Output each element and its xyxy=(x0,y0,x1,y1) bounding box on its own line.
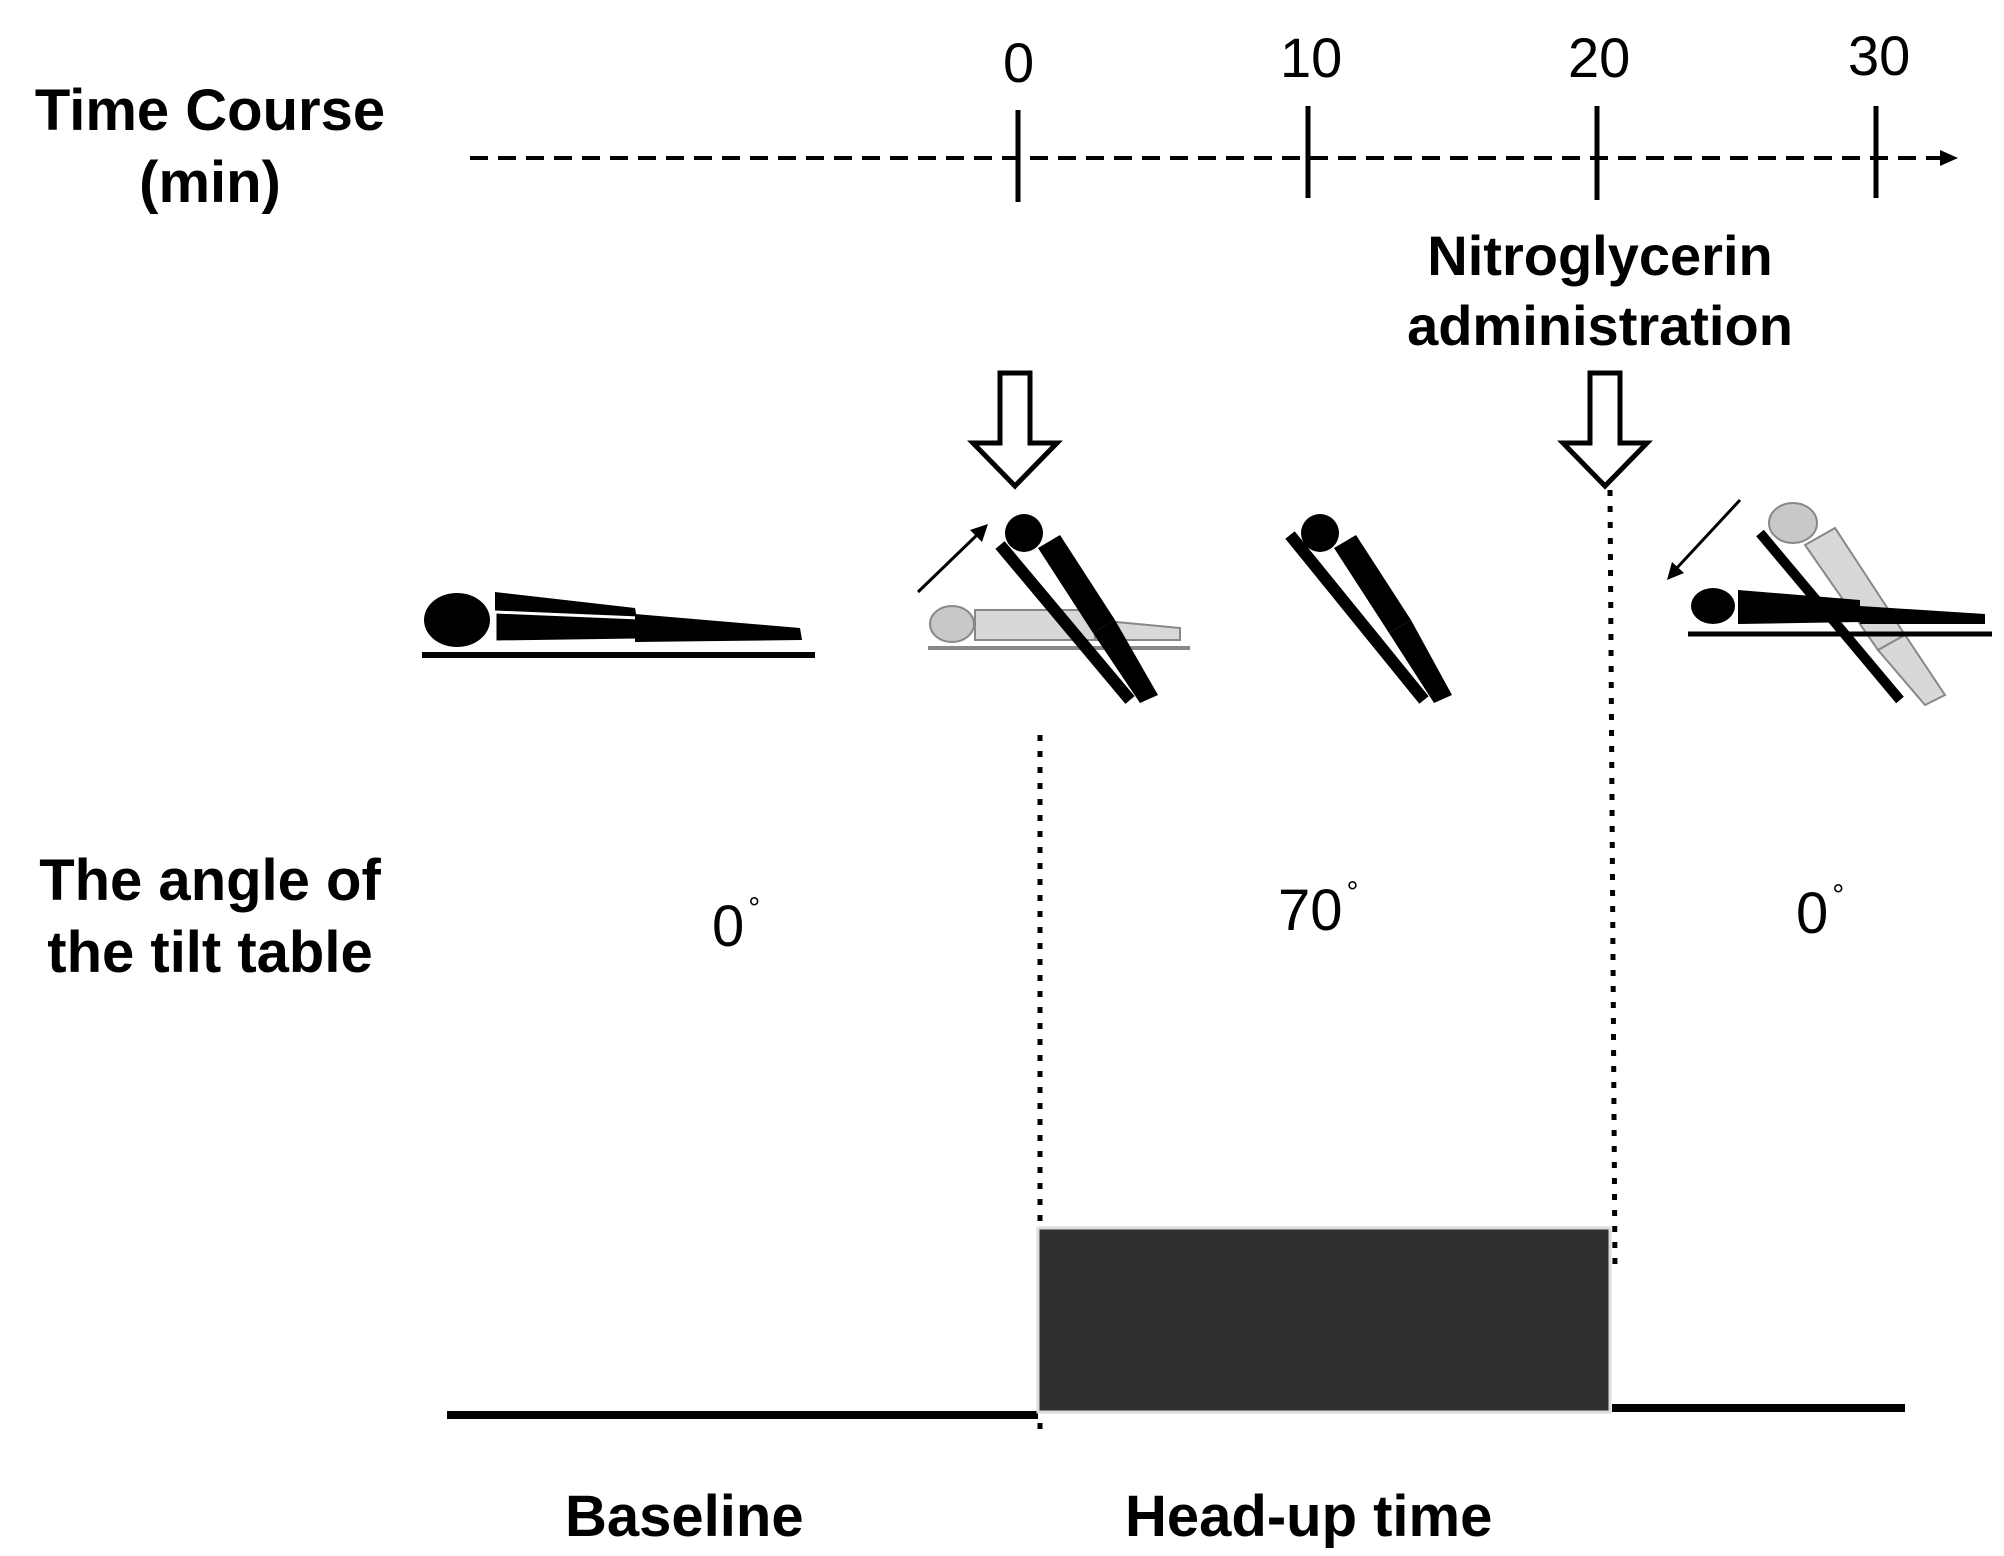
tilting-up-figure-icon xyxy=(916,514,1190,704)
head-up-time-label: Head-up time xyxy=(1125,1484,1493,1549)
angle-value-baseline: 0° xyxy=(712,894,760,956)
head-up-figure-icon xyxy=(1285,514,1452,704)
supine-figure-icon xyxy=(422,592,815,658)
tick-label-30: 30 xyxy=(1848,24,1911,87)
tilt-angle-title-line1: The angle of xyxy=(39,848,381,913)
angle-number-baseline: 0 xyxy=(712,894,745,959)
baseline-label: Baseline xyxy=(565,1484,804,1549)
nitroglycerin-label-line1: Nitroglycerin xyxy=(1427,224,1773,287)
nitroglycerin-label: Nitroglycerin administration xyxy=(1360,228,1840,354)
tick-label-10: 10 xyxy=(1280,26,1343,89)
tick-label-0: 0 xyxy=(1003,31,1035,94)
angle-value-recovery: 0° xyxy=(1796,881,1844,943)
angle-number-recovery: 0 xyxy=(1796,881,1829,946)
tilting-down-figure-icon xyxy=(1667,498,1992,707)
tilt-angle-title: The angle of the tilt table xyxy=(15,852,405,982)
nitroglycerin-label-line2: administration xyxy=(1407,294,1793,357)
degree-symbol: ° xyxy=(1832,879,1845,912)
time-course-title-line2: (min) xyxy=(139,150,281,215)
down-arrow-icon xyxy=(1557,370,1653,490)
time-axis xyxy=(470,106,1958,202)
guide-line-nitro xyxy=(1607,489,1618,1271)
angle-value-headup: 70° xyxy=(1278,878,1359,940)
tick-label-20: 20 xyxy=(1568,26,1631,89)
head-up-bar xyxy=(1036,1226,1612,1414)
degree-symbol: ° xyxy=(748,892,761,925)
time-course-title: Time Course (min) xyxy=(20,82,400,212)
down-arrow-icon xyxy=(967,370,1063,490)
degree-symbol: ° xyxy=(1346,876,1359,909)
angle-number-headup: 70 xyxy=(1278,878,1343,943)
time-course-title-line1: Time Course xyxy=(34,78,386,143)
tilt-angle-title-line2: the tilt table xyxy=(47,920,373,985)
tilt-angle-step-plot xyxy=(447,1226,1905,1419)
